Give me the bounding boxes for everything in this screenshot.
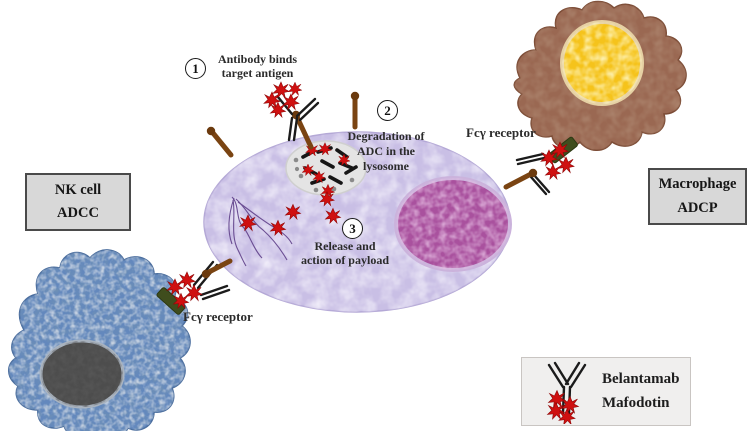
lysosome — [285, 140, 367, 198]
nk-fc-gamma-receptor-complex — [156, 258, 233, 315]
legend-box: Belantamab Mafodotin — [521, 357, 691, 426]
adc-binding-antigen — [263, 81, 320, 150]
step-1-caption-line2: target antigen — [221, 66, 294, 80]
macrophage-box-subtitle: ADCP — [677, 199, 718, 216]
step-1-caption: Antibody binds target antigen — [210, 52, 305, 80]
step-1-marker: 1 — [185, 58, 206, 79]
step-2-caption: Degradation of ADC in the lysosome — [340, 129, 432, 174]
nk-nucleus-texture — [41, 341, 123, 407]
step-3-caption: Release and action of payload — [290, 239, 400, 267]
payload-stars — [547, 389, 579, 424]
bcma-antigen-icon — [503, 171, 534, 190]
payload-star — [178, 271, 196, 289]
legend-line2: Mafodotin — [602, 395, 670, 411]
bcma-antigens — [206, 91, 360, 158]
macrophage-fc-gamma-receptor-complex — [503, 136, 578, 196]
step-3-caption-line1: Release and — [314, 239, 376, 253]
macrophage-nucleus-texture — [562, 22, 642, 104]
legend-text: Belantamab Mafodotin — [602, 371, 680, 412]
tumor-nucleus-texture — [396, 178, 510, 270]
microtubule-squiggles — [228, 196, 293, 267]
macrophage-cell — [513, 0, 687, 151]
step-2-caption-line3: lysosome — [363, 159, 409, 173]
fc-gamma-receptor-label-right: Fcγ receptor — [466, 125, 536, 140]
payload-star — [272, 81, 290, 99]
step-3-caption-line2: action of payload — [300, 253, 389, 267]
adc-antibody-icon — [276, 95, 320, 142]
bcma-antigen-icon — [204, 258, 233, 276]
step-2-caption-line1: Degradation of — [347, 129, 425, 143]
nk-cell-box-title: NK cell — [54, 181, 102, 198]
payload-star — [544, 163, 562, 180]
adc-antibody-icon — [515, 152, 551, 196]
step-2-caption-line2: ADC in the — [356, 144, 415, 158]
step-1-caption-line1: Antibody binds — [217, 52, 298, 66]
bcma-antigen-icon — [206, 126, 234, 158]
step-3-marker: 3 — [342, 218, 363, 239]
bcma-antigen-icon — [350, 91, 360, 130]
nk-cell — [8, 249, 191, 431]
payload-star — [287, 81, 303, 96]
legend-line1: Belantamab — [602, 371, 680, 387]
nk-cell-box: NK cell ADCC — [25, 173, 131, 231]
fc-gamma-receptor-label-left: Fcγ receptor — [183, 309, 253, 324]
bcma-antigen-icon — [294, 114, 314, 150]
nk-cell-box-subtitle: ADCC — [57, 205, 99, 222]
belantamab-mafodotin-icon — [547, 361, 587, 424]
step-2-marker: 2 — [377, 100, 398, 121]
macrophage-box: Macrophage ADCP — [648, 168, 747, 225]
macrophage-box-title: Macrophage — [658, 176, 737, 193]
